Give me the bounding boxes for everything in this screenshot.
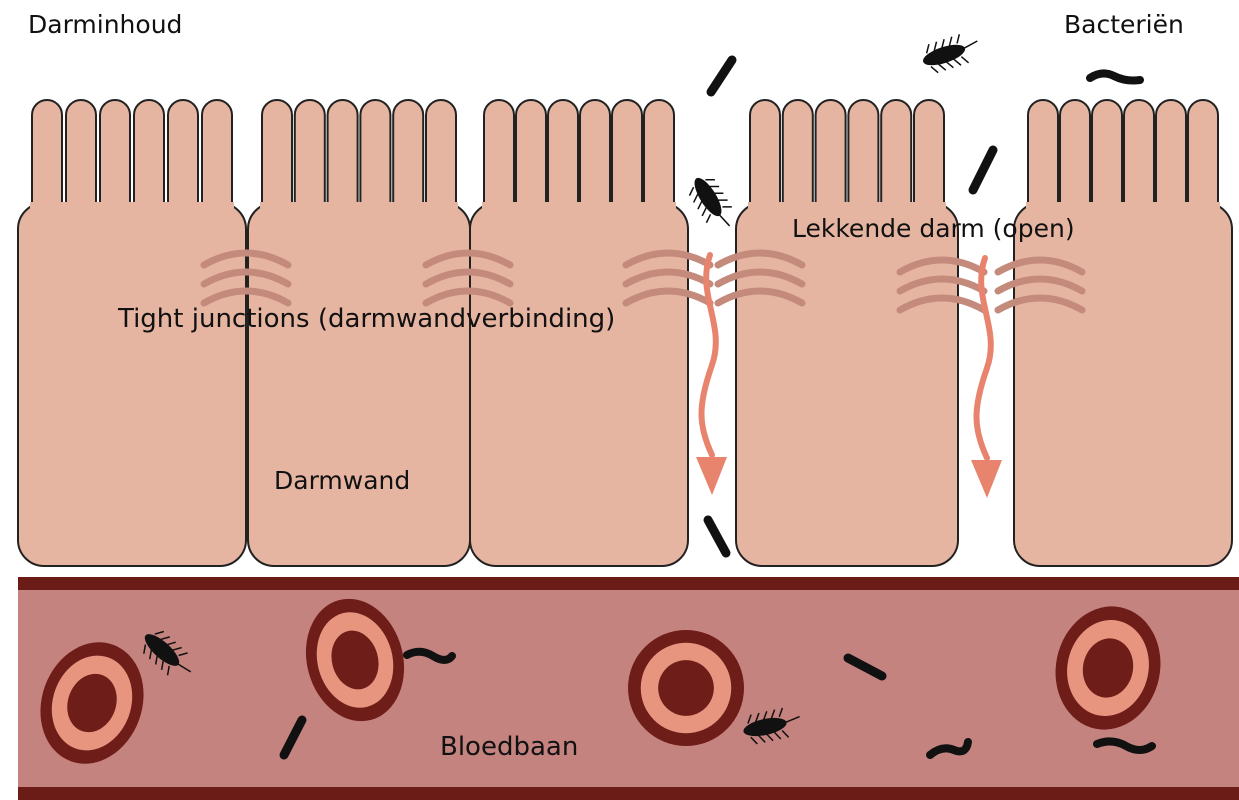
- microvillus: [360, 100, 390, 215]
- microvillus: [262, 100, 292, 215]
- flagellum: [705, 175, 714, 183]
- microvillus: [66, 100, 96, 215]
- microvillus: [580, 100, 610, 215]
- microvillus: [484, 100, 514, 215]
- flagellum: [924, 44, 931, 53]
- flagellum: [961, 55, 968, 64]
- bacterium-rod: [708, 520, 726, 553]
- flagellum: [687, 187, 696, 195]
- microvillus: [426, 100, 456, 215]
- gut-content-label: Darminhoud: [28, 12, 182, 37]
- cell-join: [260, 202, 458, 218]
- bacterium-rod: [711, 60, 732, 92]
- flagellum: [962, 41, 978, 49]
- microvillus: [1188, 100, 1218, 215]
- microvillus: [816, 100, 846, 215]
- bloodstream-label: Bloedbaan: [440, 734, 578, 760]
- leak-arrowhead: [696, 457, 727, 495]
- bacterium-flagellated: [918, 30, 982, 76]
- gut-wall-label: Darmwand: [274, 468, 410, 493]
- microvillus: [783, 100, 813, 215]
- bacteria-label: Bacteriën: [1064, 12, 1184, 37]
- epithelial-cell: [736, 100, 958, 566]
- microvillus: [914, 100, 944, 215]
- microvillus: [848, 100, 878, 215]
- microvillus: [1124, 100, 1154, 215]
- microvillus: [881, 100, 911, 215]
- bacterium-body: [690, 174, 727, 220]
- microvillus: [328, 100, 358, 215]
- flagellum: [704, 214, 713, 222]
- cell-join: [482, 202, 676, 218]
- microvillus: [295, 100, 325, 215]
- microvillus: [612, 100, 642, 215]
- leak-line: [702, 255, 716, 455]
- bacterium-rod: [973, 150, 993, 190]
- leak-line: [977, 258, 991, 458]
- epithelial-cell: [1014, 100, 1232, 566]
- microvillus: [1060, 100, 1090, 215]
- tight-junctions-label: Tight junctions (darmwandverbinding): [118, 306, 615, 332]
- microvillus: [750, 100, 780, 215]
- bacterium-spiral: [1090, 73, 1140, 80]
- cell-body: [736, 203, 958, 566]
- microvillus: [100, 100, 130, 215]
- microvillus: [548, 100, 578, 215]
- leak-arrow: [696, 255, 727, 495]
- microvillus: [202, 100, 232, 215]
- bacterium-flagellated: [684, 170, 740, 235]
- rbc-core: [658, 660, 714, 716]
- microvillus: [1028, 100, 1058, 215]
- microvillus: [1156, 100, 1186, 215]
- microvillus: [644, 100, 674, 215]
- flagellum: [955, 34, 962, 43]
- cell-join: [30, 202, 234, 218]
- microvillus: [32, 100, 62, 215]
- flagellum: [947, 37, 954, 46]
- microvillus: [134, 100, 164, 215]
- flagellum: [931, 65, 938, 74]
- microvillus: [393, 100, 423, 215]
- microvillus: [516, 100, 546, 215]
- red-blood-cell: [628, 630, 744, 746]
- microvillus: [168, 100, 198, 215]
- leaky-gut-label: Lekkende darm (open): [792, 216, 1075, 241]
- microvillus: [1092, 100, 1122, 215]
- leak-arrowhead: [971, 460, 1002, 498]
- flagellum: [722, 203, 731, 211]
- bloodstream: [18, 577, 1239, 800]
